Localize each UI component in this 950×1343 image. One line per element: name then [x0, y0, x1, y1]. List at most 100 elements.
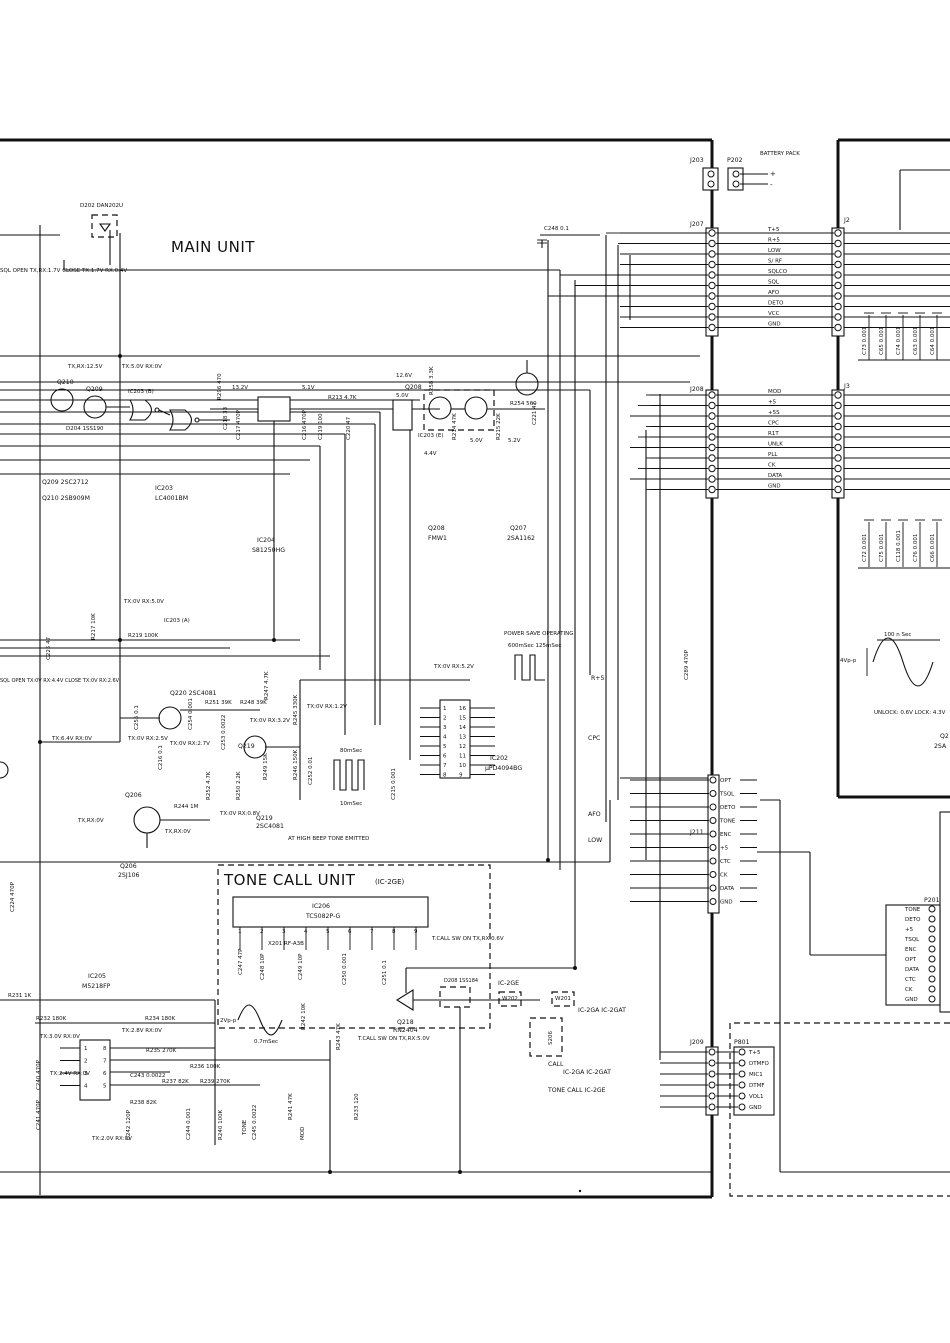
v-tx0rx52: TX:0V RX:5.2V — [433, 664, 474, 670]
pin-label: MIC1 — [749, 1072, 763, 1078]
cap-label: C73 0.001 — [862, 327, 868, 355]
v-sql2: SQL OPEN TX:0V RX:4.4V CLOSE TX:0V RX:2.… — [0, 678, 120, 684]
pin-label: UNLK — [768, 442, 783, 448]
svg-text:C249 10P: C249 10P — [298, 953, 304, 980]
q209-label: Q209 2SC2712 — [42, 479, 89, 486]
ic206-body — [232, 896, 429, 928]
pin-label: DATA — [905, 967, 919, 973]
svg-text:C242 120P: C242 120P — [126, 1109, 132, 1140]
w201-box — [551, 991, 575, 1007]
svg-text:Q209: Q209 — [86, 386, 103, 393]
svg-text:R233 120: R233 120 — [354, 1093, 360, 1120]
svg-text:C216 0.1: C216 0.1 — [158, 745, 164, 770]
cap-label: C118 0.001 — [896, 530, 902, 562]
cap-label: C74 0.001 — [896, 327, 902, 355]
v-tx64: TX:6.4V RX:0V — [51, 736, 92, 742]
ic203e-label: IC203 (E) — [418, 433, 443, 439]
svg-text:R250 2.2K: R250 2.2K — [236, 771, 242, 800]
q208b-transistor — [464, 396, 488, 420]
d208-label: D208 1SS184 — [444, 978, 478, 984]
v-132: 13.2V — [232, 385, 248, 391]
power-save-pulse — [514, 654, 545, 681]
ic-pin-number: 2 — [443, 716, 447, 722]
pin-label: GND — [905, 997, 918, 1003]
pin-label: VCC — [768, 311, 780, 317]
q207-label: Q207 — [510, 525, 527, 532]
ic2ga-label: IC-2GA IC-2GAT — [578, 1007, 626, 1014]
svg-text:R258 3.3K: R258 3.3K — [429, 366, 435, 395]
ic202-body — [439, 699, 471, 779]
d208-box — [439, 986, 471, 1008]
bus-cpc-label: CPC — [588, 735, 600, 742]
p801-label: P801 — [734, 1039, 750, 1046]
svg-text:C216 470P: C216 470P — [302, 409, 308, 440]
v-50: 5.0V — [396, 393, 409, 399]
j208-label: J208 — [689, 386, 704, 393]
p201-label: P201 — [924, 897, 940, 904]
v-44: 4.4V — [424, 451, 437, 457]
ic-pin-number: 16 — [459, 706, 466, 712]
svg-text:C224 470P: C224 470P — [10, 881, 16, 912]
pin-label: +5 — [720, 846, 729, 852]
ic-pin-number: 14 — [459, 725, 466, 731]
pin-label: ENC — [905, 947, 917, 953]
cap-label: C75 0.001 — [879, 534, 885, 562]
power-save-label: POWER SAVE OPERATING — [504, 631, 574, 637]
ic2ge-label: IC-2GE — [498, 980, 519, 987]
pin-label: T+5 — [748, 1050, 761, 1056]
r254-label: R254 560 — [510, 401, 537, 407]
svg-text:C217 470P: C217 470P — [236, 409, 242, 440]
pin-label: +5 — [905, 927, 914, 933]
tone-waveform: 2Vp-p 0.7mSec — [220, 1004, 283, 1045]
x201-label: X201 RF-A3B — [268, 941, 304, 947]
ic-pin-number: 3 — [443, 725, 447, 731]
c248-cap: C248 0.1 — [537, 226, 600, 248]
c243-label: C243 0.0022 — [130, 1073, 165, 1079]
svg-text:R217 10K: R217 10K — [91, 613, 97, 640]
pin-label: GND — [768, 322, 781, 328]
j2-label: J2 — [843, 217, 850, 224]
v-tx28: TX:2.8V RX:0V — [121, 1028, 162, 1034]
svg-text:R246 150K: R246 150K — [293, 749, 299, 780]
pin-label: SQLCO — [768, 269, 788, 275]
r231-label: R231 1K — [8, 993, 32, 999]
pin-label: DTMF — [749, 1083, 765, 1089]
v-50b: 5.0V — [470, 438, 483, 444]
v-126: 12.6V — [396, 373, 412, 379]
svg-text:R240 100K: R240 100K — [218, 1109, 224, 1140]
svg-text:C253 0.0022: C253 0.0022 — [221, 715, 227, 750]
cap-label: C72 0.001 — [862, 534, 868, 562]
svg-text:2Vp-p: 2Vp-p — [220, 1018, 237, 1024]
svg-text:C245 0.0022: C245 0.0022 — [252, 1105, 258, 1140]
ic202-part: µPD4094BG — [485, 765, 522, 772]
r239-label: R239 270K — [200, 1079, 231, 1085]
q218-part: RN2404 — [393, 1027, 418, 1034]
pin-label: VOL1 — [749, 1094, 764, 1100]
ic-pin-number: 15 — [459, 716, 466, 722]
v-txrx125: TX,RX:12.5V — [67, 364, 103, 370]
pin-label: CK — [905, 987, 913, 993]
pin-label: CTC — [905, 977, 916, 983]
q2-label: Q2 — [940, 733, 949, 740]
unlock-voltage: UNLOCK: 0.6V LOCK: 4.3V — [874, 710, 946, 716]
mod-wire-label: MOD — [300, 1127, 306, 1140]
vertical-labels: R296 470 C218 33 C217 470P C216 470P C21… — [10, 366, 690, 912]
svg-text:R245 330K: R245 330K — [293, 694, 299, 725]
pin-label: DETO — [905, 917, 921, 923]
r237-label: R237 82K — [162, 1079, 189, 1085]
q208-box — [423, 389, 495, 431]
cap-label: C66 0.001 — [930, 534, 936, 562]
pin-label: +5 — [768, 400, 777, 406]
v-tx0rx08: TX:0V RX:0.8V — [219, 811, 260, 817]
svg-text:+: + — [770, 170, 776, 178]
q208-small: Q208 — [405, 384, 422, 391]
svg-text:C244 0.001: C244 0.001 — [186, 1108, 192, 1140]
svg-text:4Vp-p: 4Vp-p — [840, 658, 857, 664]
svg-text:C220 47: C220 47 — [346, 416, 352, 440]
svg-text:C218 33: C218 33 — [223, 406, 229, 430]
ic-pin-number: 3 — [84, 1071, 88, 1077]
pin-label: CTC — [720, 859, 731, 865]
